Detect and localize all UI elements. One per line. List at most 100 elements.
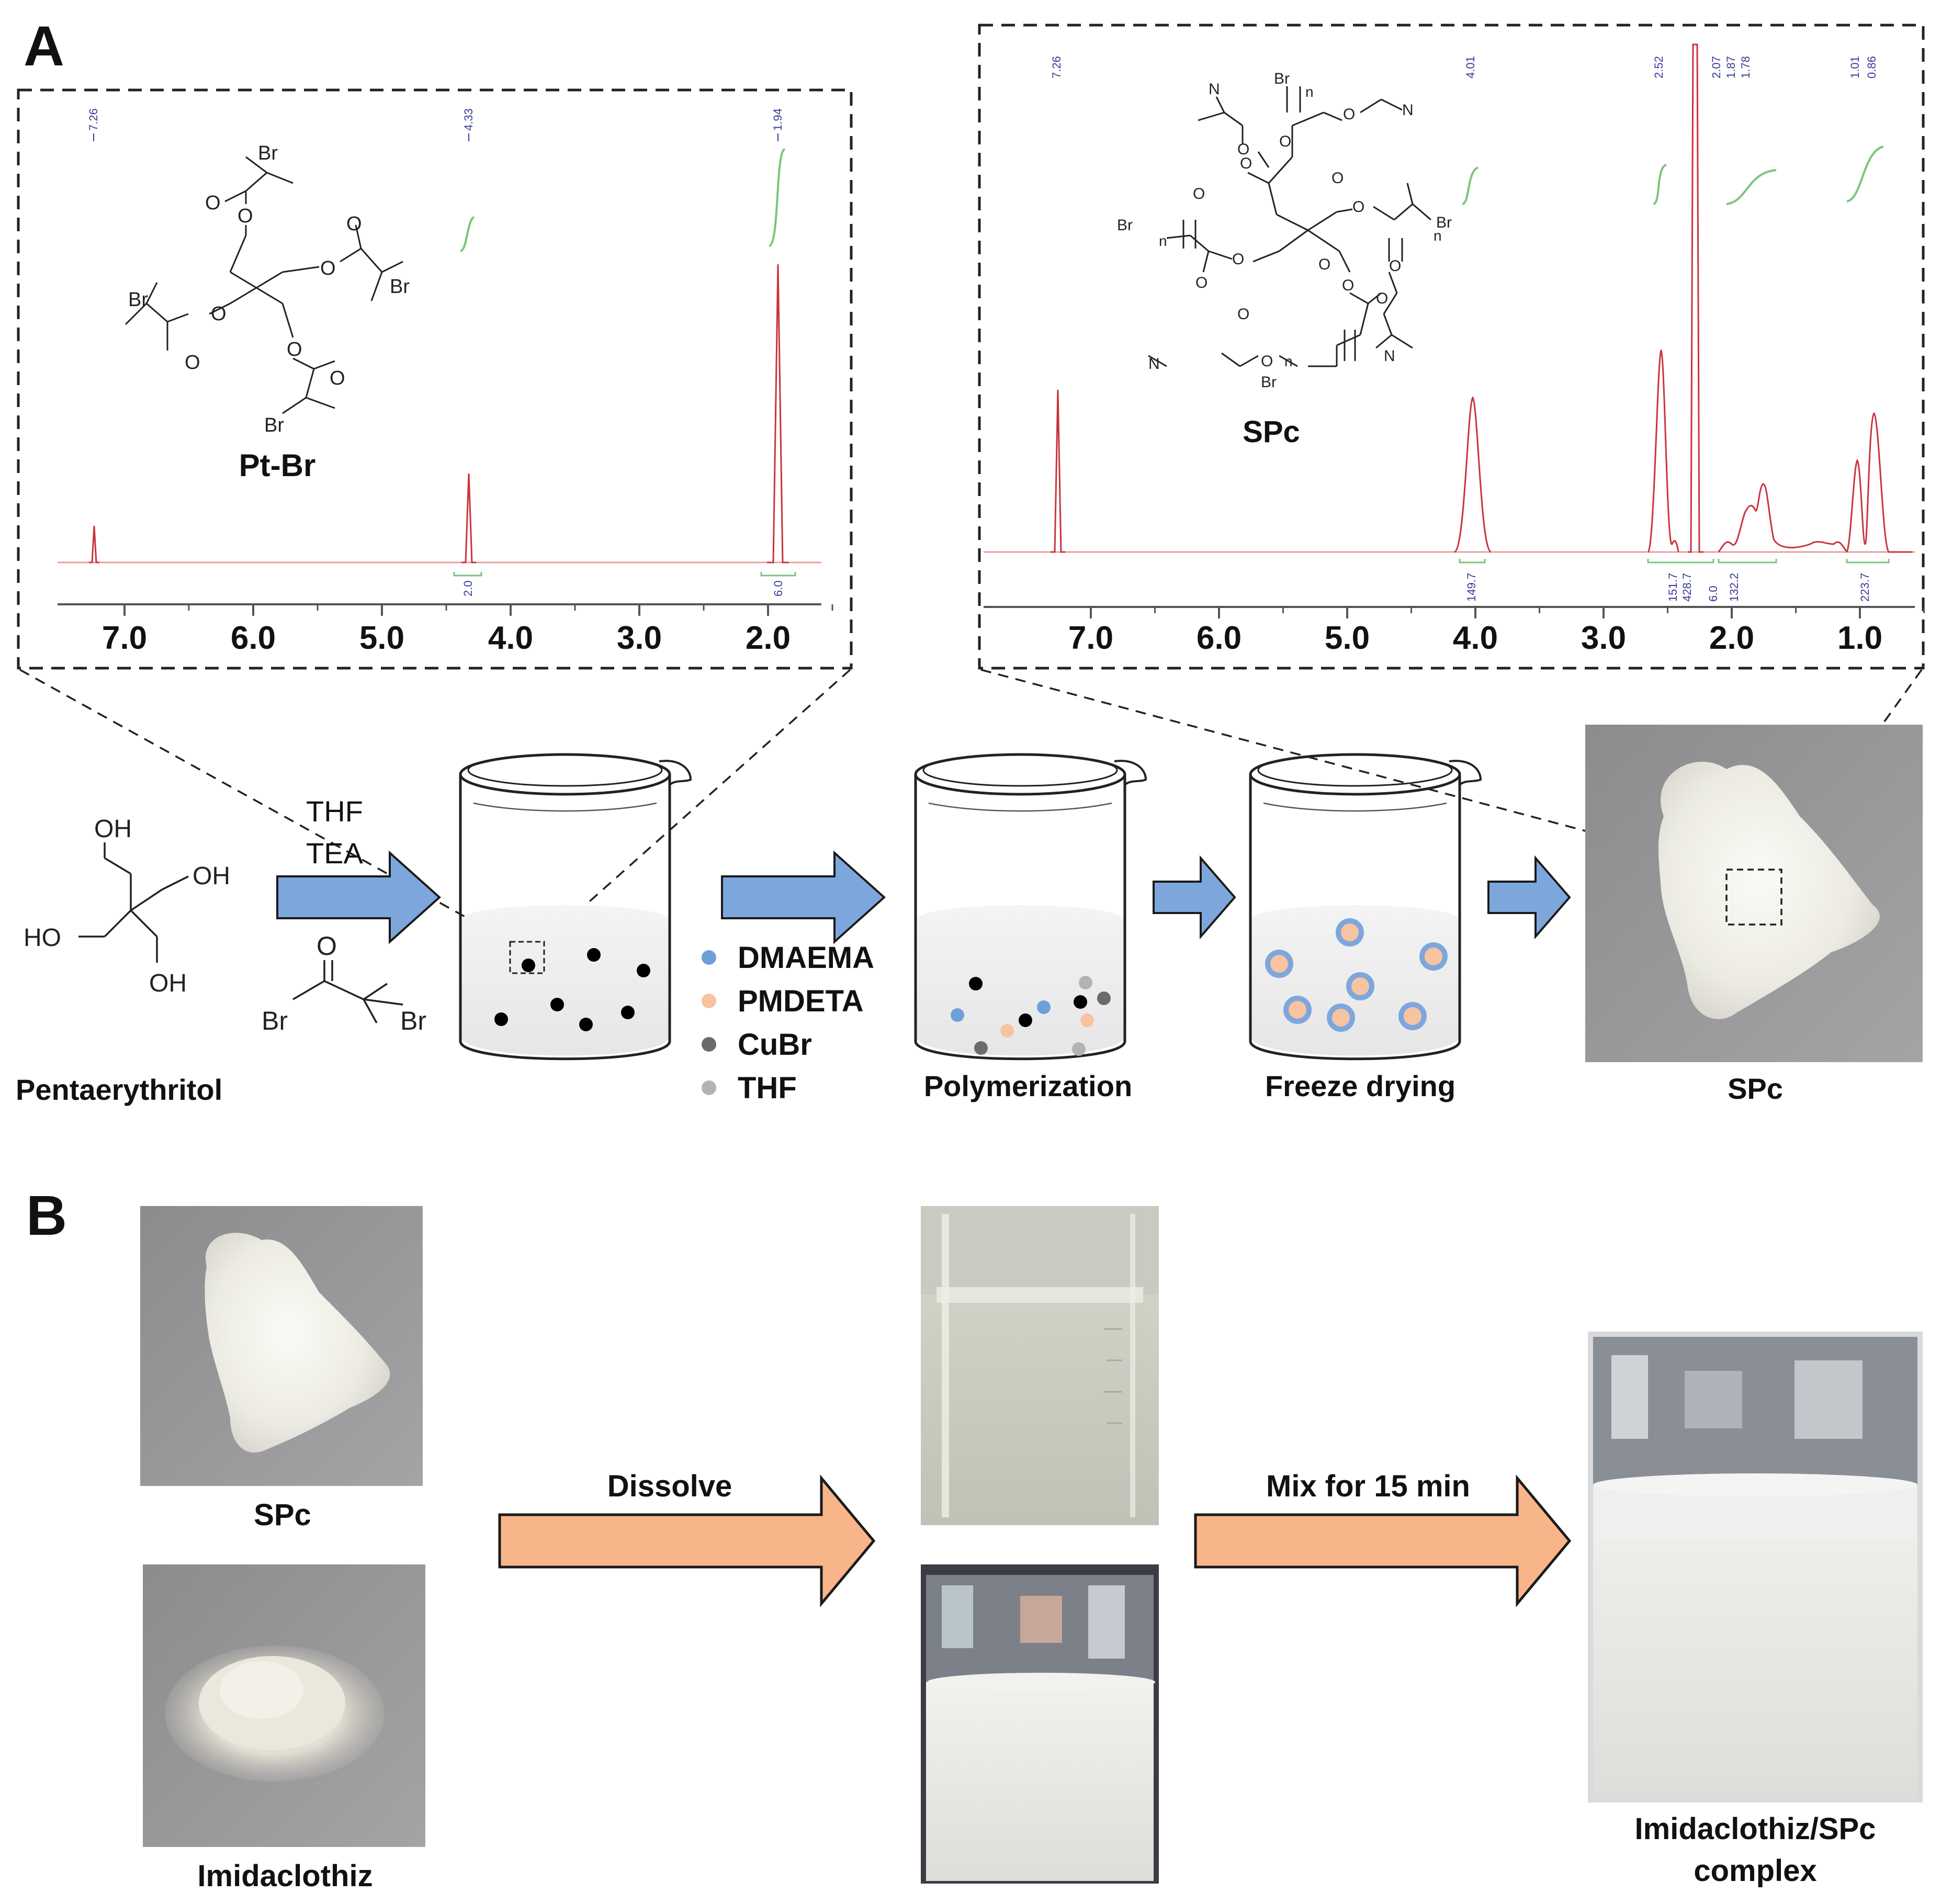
blue-arrows bbox=[276, 850, 1571, 944]
arrow-1 bbox=[276, 850, 441, 944]
legend-dot bbox=[702, 1037, 716, 1052]
atom-o: O bbox=[320, 257, 336, 279]
spc-atoms: Br n O N O O N O O O O Br n Br n O O O O… bbox=[1117, 70, 1452, 391]
axis-tick-label: 3.0 bbox=[617, 620, 662, 656]
atom-o: O bbox=[287, 339, 302, 360]
atom-n: N bbox=[1209, 81, 1220, 98]
atom-br: Br bbox=[1436, 214, 1452, 231]
axis-tick-label: 2.0 bbox=[746, 620, 791, 656]
arrow-4 bbox=[1487, 855, 1571, 940]
atom-o: O bbox=[1240, 155, 1252, 172]
atom-n: N bbox=[1402, 102, 1414, 119]
atom-o: O bbox=[1261, 353, 1273, 370]
axis-tick-label: 7.0 bbox=[1068, 620, 1113, 656]
peak-1.01 bbox=[1846, 412, 1912, 553]
atom-o: O bbox=[1331, 170, 1344, 187]
panel-b-spc-label: SPc bbox=[254, 1498, 311, 1532]
complex-label-line1: Imidaclothiz/SPc bbox=[1635, 1812, 1876, 1846]
beaker-1 bbox=[459, 753, 692, 1061]
peak-4.01 bbox=[1454, 396, 1492, 553]
atom-o: O bbox=[211, 303, 227, 325]
complex-label-line2: complex bbox=[1694, 1854, 1816, 1888]
legend-label: DMAEMA bbox=[738, 941, 874, 975]
pt-br-atoms: O O Br O O Br O O Br O O Br bbox=[128, 142, 410, 436]
axis-tick-label: 1.0 bbox=[1837, 620, 1882, 656]
mix-arrow bbox=[1194, 1474, 1572, 1607]
dissolve-label: Dissolve bbox=[607, 1469, 732, 1503]
atom-oh: OH bbox=[193, 862, 230, 890]
peak-4.33 bbox=[461, 473, 476, 564]
integration-label: 6.0 bbox=[772, 580, 785, 596]
legend-dot bbox=[702, 950, 716, 965]
bromide-structure bbox=[292, 960, 403, 1023]
spc-structure bbox=[1148, 86, 1431, 367]
axis-tick-label: 3.0 bbox=[1581, 620, 1626, 656]
panel-b-label: B bbox=[26, 1184, 67, 1247]
mix-label: Mix for 15 min bbox=[1266, 1469, 1470, 1503]
pentaerythritol-label: Pentaerythritol bbox=[16, 1073, 222, 1106]
peak-label: 1.94 bbox=[771, 108, 784, 131]
panel-a-label: A bbox=[24, 14, 64, 77]
subscript-n: n bbox=[1284, 353, 1293, 369]
peak-label: 4.33 bbox=[462, 108, 475, 131]
atom-o: O bbox=[1318, 256, 1330, 273]
spc-solution-photo bbox=[921, 1206, 1159, 1525]
atom-o: O bbox=[1193, 185, 1205, 202]
axis-tick-label: 6.0 bbox=[1197, 620, 1242, 656]
peak-label: 1.01 bbox=[1848, 56, 1861, 78]
legend-label: CuBr bbox=[738, 1028, 812, 1062]
integration-label: 428.7 bbox=[1680, 573, 1694, 602]
nmr-left-box bbox=[17, 88, 853, 670]
atom-br: Br bbox=[264, 414, 284, 436]
peak-2.24 bbox=[1688, 43, 1703, 553]
peak-label: 7.26 bbox=[1050, 56, 1063, 78]
reagent-tea: TEA bbox=[306, 837, 364, 870]
spc-photo-label: SPc bbox=[1728, 1072, 1783, 1105]
spc-structure-label: SPc bbox=[1243, 415, 1300, 449]
legend-dot bbox=[702, 994, 716, 1008]
axis-tick-label: 4.0 bbox=[488, 620, 533, 656]
pt-br-structure bbox=[125, 156, 403, 414]
peak-label: 2.52 bbox=[1652, 56, 1665, 78]
integration-label: 2.0 bbox=[461, 580, 475, 596]
peak-label: 2.07 bbox=[1710, 56, 1723, 78]
atom-br: Br bbox=[400, 1006, 426, 1035]
beaker-3 bbox=[1249, 753, 1482, 1061]
imidaclothiz-label: Imidaclothiz bbox=[197, 1859, 373, 1893]
peak-2.52 bbox=[1647, 349, 1679, 553]
arrow-3 bbox=[1153, 855, 1236, 940]
atom-o: O bbox=[346, 213, 362, 235]
atom-o: O bbox=[1389, 257, 1401, 275]
peak-1.87 bbox=[1718, 483, 1848, 553]
atom-o: O bbox=[1352, 198, 1364, 216]
atom-oh: OH bbox=[149, 970, 187, 997]
peak-label: 0.86 bbox=[1865, 56, 1878, 78]
atom-o: O bbox=[1279, 133, 1291, 150]
peak-7.26 bbox=[89, 525, 99, 564]
peak-label: 7.26 bbox=[87, 108, 100, 131]
atom-oh: OH bbox=[94, 815, 132, 843]
pentaerythritol-structure bbox=[78, 842, 189, 963]
integration-label: 149.7 bbox=[1465, 573, 1478, 602]
atom-o: O bbox=[238, 205, 253, 227]
axis-tick-label: 2.0 bbox=[1709, 620, 1754, 656]
panel-b-spc-photo bbox=[140, 1206, 423, 1486]
peak-label: 4.01 bbox=[1464, 56, 1477, 78]
integration-label: 132.2 bbox=[1728, 573, 1741, 602]
peak-label: 1.78 bbox=[1739, 56, 1752, 78]
atom-o: O bbox=[1232, 251, 1244, 268]
nmr-right-box bbox=[978, 24, 1925, 670]
atom-o: O bbox=[317, 931, 337, 961]
atom-o: O bbox=[330, 367, 345, 389]
legend-label: THF bbox=[738, 1071, 797, 1105]
atom-o: O bbox=[185, 352, 200, 374]
atom-br: Br bbox=[262, 1006, 288, 1035]
complex-photo bbox=[1588, 1332, 1923, 1802]
atom-ho: HO bbox=[24, 924, 61, 952]
arrow-2 bbox=[721, 850, 886, 944]
axis-tick-label: 5.0 bbox=[359, 620, 404, 656]
atom-o: O bbox=[1342, 277, 1354, 294]
imidaclothiz-photo bbox=[143, 1564, 425, 1847]
